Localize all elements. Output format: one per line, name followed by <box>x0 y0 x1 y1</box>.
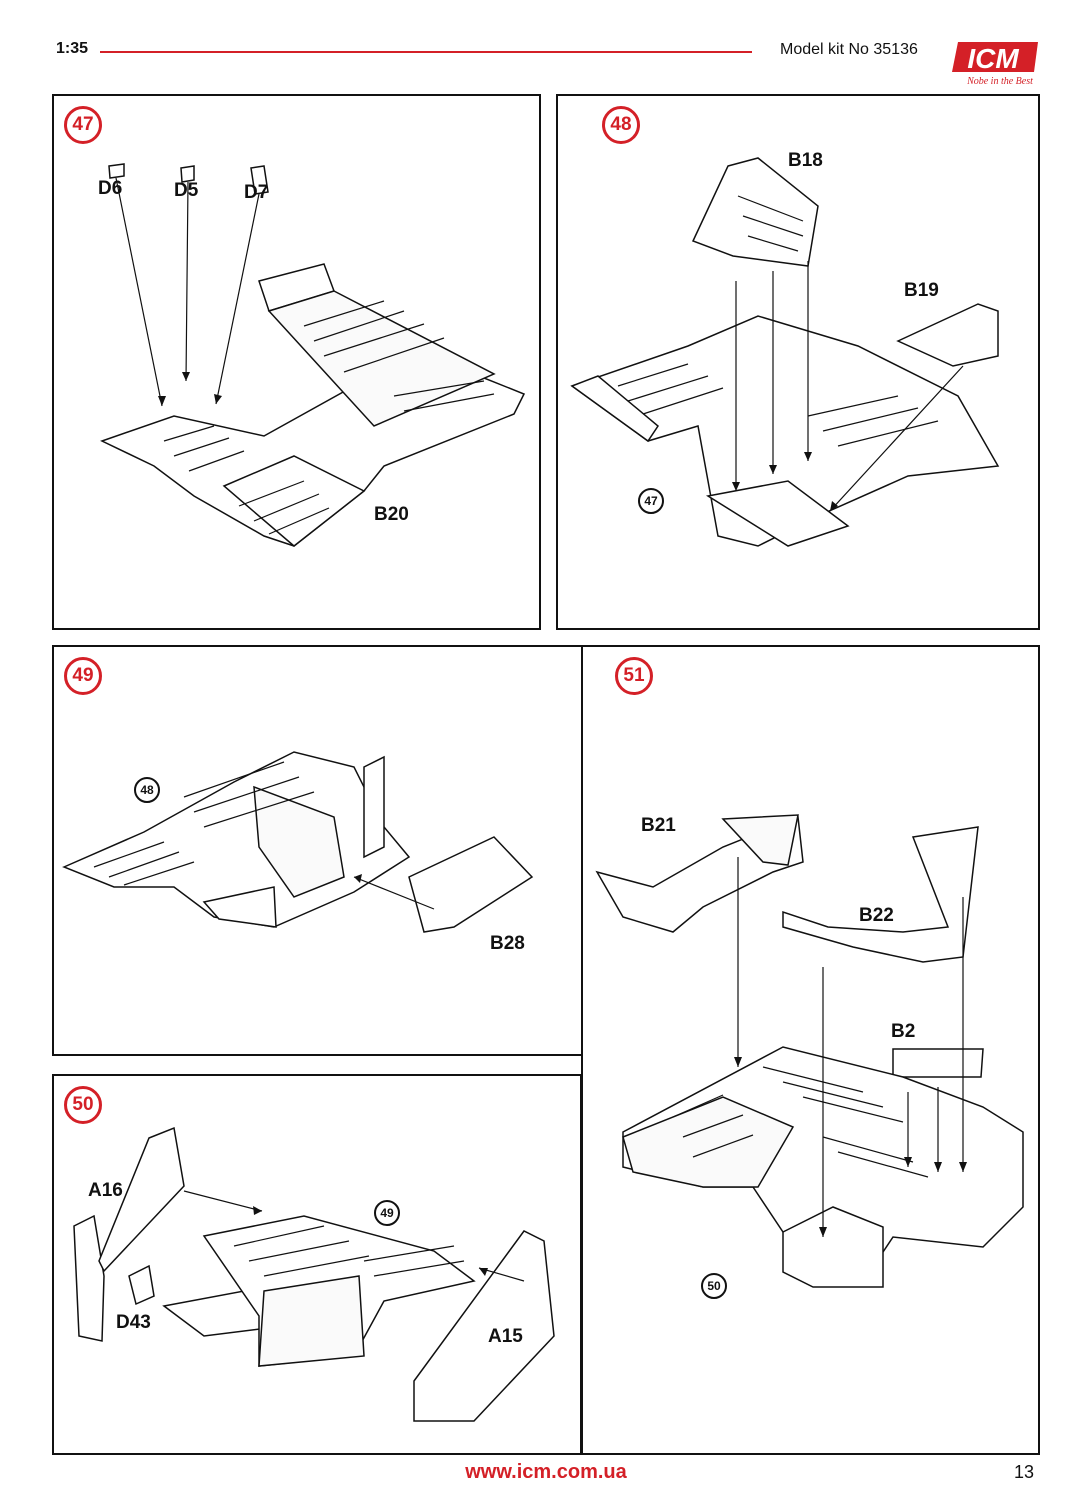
step-49-ref-48: 48 <box>134 777 160 803</box>
step-48-panel: 48 47 B18 B19 <box>556 94 1040 630</box>
svg-text:ICM: ICM <box>967 43 1019 74</box>
step-47-badge: 47 <box>64 106 102 144</box>
icm-logo: ICM Nobe in the Best <box>952 42 1038 87</box>
part-b21-label: B21 <box>641 815 676 836</box>
step-51-badge: 51 <box>615 657 653 695</box>
step-49-badge: 49 <box>64 657 102 695</box>
step-50-drawing <box>73 1126 555 1422</box>
part-d5-label: D5 <box>174 180 199 201</box>
part-b22-label: B22 <box>859 905 894 926</box>
step-48-drawing <box>570 157 1000 547</box>
part-b18-label: B18 <box>788 150 823 171</box>
part-b19-label: B19 <box>904 280 939 301</box>
step-48-badge: 48 <box>602 106 640 144</box>
step-47-drawing <box>100 163 526 547</box>
part-b28-label: B28 <box>490 933 525 954</box>
step-51-drawing <box>595 814 1024 1288</box>
step-50-badge: 50 <box>64 1086 102 1124</box>
svg-text:Nobe in the Best: Nobe in the Best <box>966 76 1033 87</box>
part-b2-label: B2 <box>891 1021 916 1042</box>
step-50-panel: 50 49 A16 D43 A15 <box>52 1074 582 1455</box>
step-49-panel: 49 48 B28 <box>52 645 584 1056</box>
part-a15-label: A15 <box>488 1326 523 1347</box>
scale-label: 1:35 <box>56 40 89 57</box>
step-48-ref-47: 47 <box>638 488 664 514</box>
footer-url[interactable]: www.icm.com.ua <box>465 1461 627 1483</box>
part-d6-label: D6 <box>98 178 123 199</box>
kit-number: Model kit No 35136 <box>780 41 918 58</box>
part-d7-label: D7 <box>244 182 269 203</box>
part-b20-label: B20 <box>374 504 409 525</box>
part-d43-label: D43 <box>116 1312 151 1333</box>
part-a16-label: A16 <box>88 1180 123 1201</box>
step-51-panel: 51 50 B21 B22 B2 <box>581 645 1040 1455</box>
step-49-drawing <box>62 751 534 933</box>
step-51-ref-50: 50 <box>701 1273 727 1299</box>
step-50-ref-49: 49 <box>374 1200 400 1226</box>
page-number: 13 <box>1014 1462 1035 1482</box>
step-47-panel: 47 D6 D5 D7 B20 <box>52 94 541 630</box>
header-rule <box>100 51 752 53</box>
